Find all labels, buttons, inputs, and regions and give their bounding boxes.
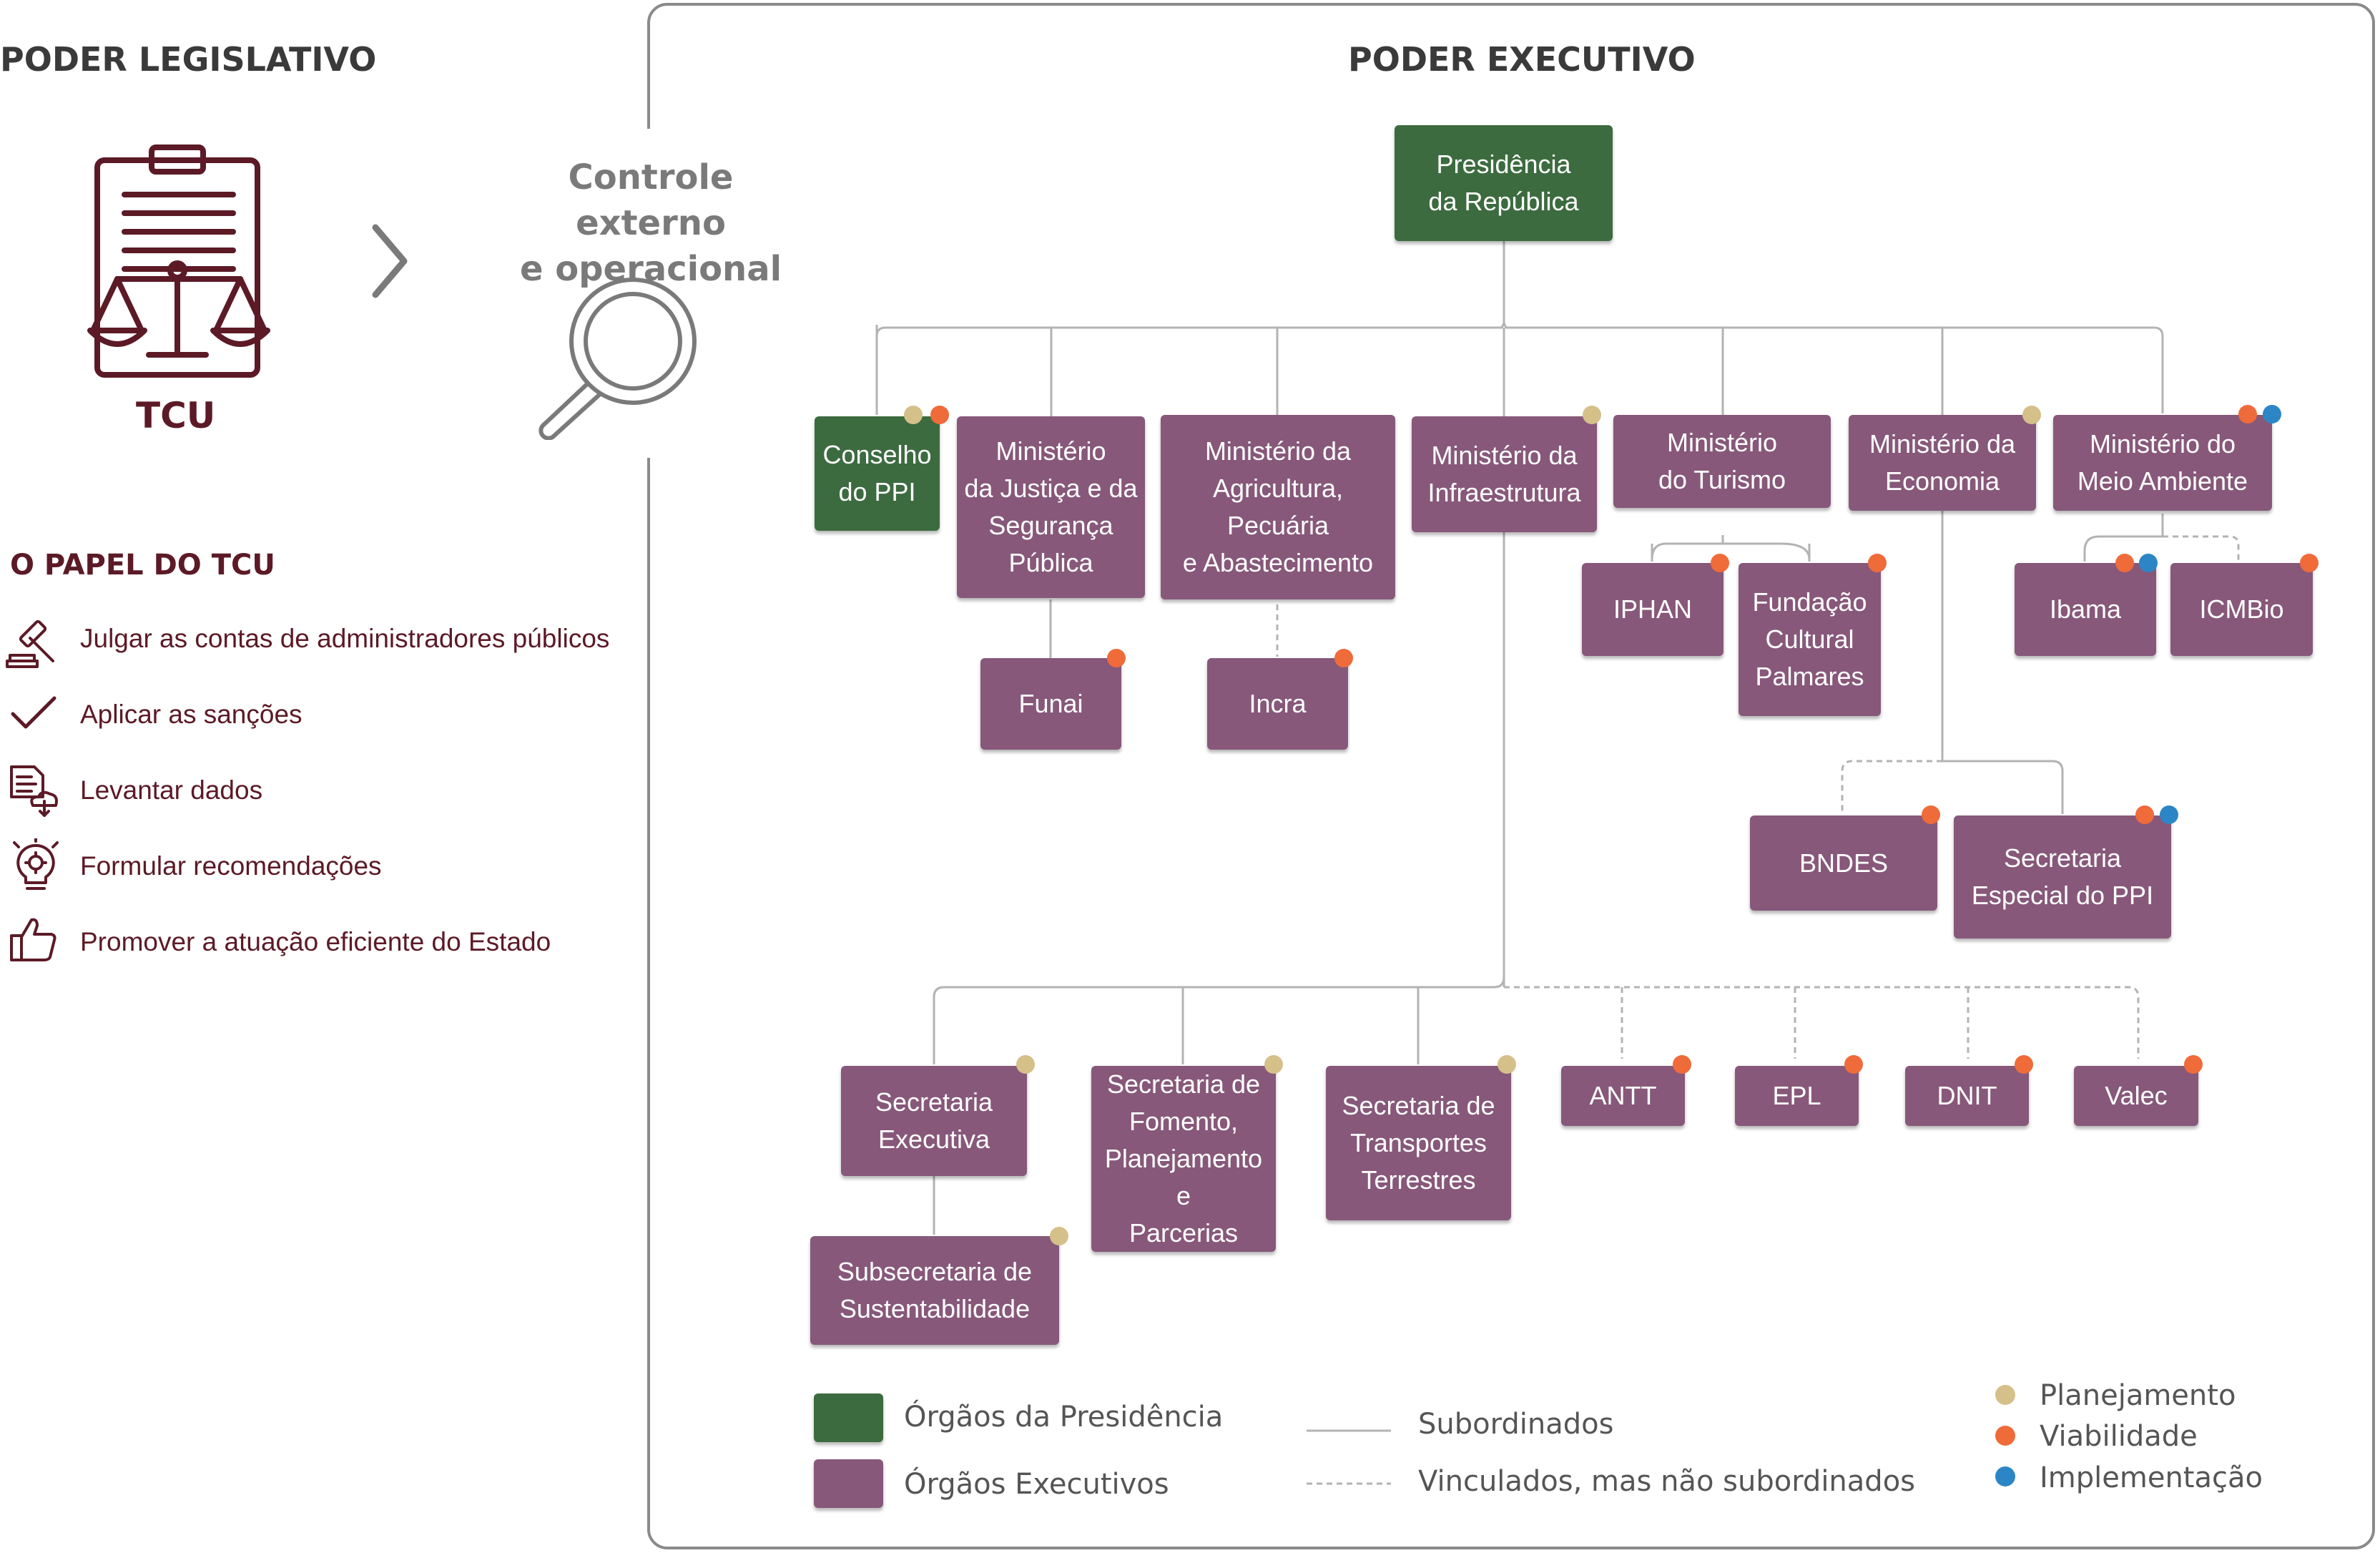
org-box-min-infraestrutura: Ministério da Infraestrutura: [1412, 416, 1597, 532]
legend-viabilidade-label: Viabilidade: [2040, 1420, 2198, 1453]
legislativo-title: PODER LEGISLATIVO: [0, 40, 377, 79]
viabilidade-dot: [1107, 649, 1126, 667]
viabilidade-dot: [1844, 1055, 1863, 1074]
org-box-icmbio: ICMBio: [2170, 563, 2313, 656]
papel-item-label: Promover a atuação eficiente do Estado: [80, 927, 551, 956]
legend-vinculados-label: Vinculados, mas não subordinados: [1418, 1465, 1915, 1498]
tcu-label: TCU: [136, 395, 216, 436]
chevron-right-icon: [372, 224, 408, 298]
org-box-sec-ppi: Secretaria Especial do PPI: [1954, 815, 2171, 939]
implementacao-dot: [2139, 554, 2158, 572]
org-box-funai: Funai: [980, 658, 1121, 750]
org-box-sec-transportes: Secretaria de Transportes Terrestres: [1326, 1066, 1511, 1220]
thumbs-up-icon: [10, 918, 56, 961]
viabilidade-dot: [1868, 554, 1887, 572]
legend-subordinados-label: Subordinados: [1418, 1408, 1614, 1441]
magnifier-icon: [539, 278, 697, 440]
org-box-sec-fomento: Secretaria de Fomento, Planejamento e Pa…: [1091, 1066, 1276, 1252]
legend-viabilidade-dot: [1995, 1426, 2015, 1446]
legend-planejamento-dot: [1995, 1385, 2015, 1405]
legend-implementacao-dot: [1995, 1466, 2015, 1486]
papel-title: O PAPEL DO TCU: [10, 549, 275, 582]
viabilidade-dot: [2115, 554, 2134, 572]
org-box-min-turismo: Ministério do Turismo: [1613, 415, 1831, 508]
viabilidade-dot: [2184, 1055, 2203, 1074]
planejamento-dot: [1583, 406, 1601, 424]
viabilidade-dot: [930, 406, 949, 424]
org-box-iphan: IPHAN: [1582, 563, 1723, 656]
org-box-presidencia: Presidência da República: [1395, 125, 1613, 241]
viabilidade-dot: [2015, 1055, 2033, 1074]
viabilidade-dot: [2135, 805, 2154, 824]
papel-item-label: Levantar dados: [80, 775, 263, 805]
org-box-min-meio-ambiente: Ministério do Meio Ambiente: [2053, 415, 2272, 511]
viabilidade-dot: [1711, 554, 1729, 572]
viabilidade-dot: [1673, 1055, 1691, 1074]
gavel-icon: [6, 619, 54, 668]
org-box-ibama: Ibama: [2015, 563, 2156, 656]
papel-item-label: Formular recomendações: [80, 851, 382, 881]
viabilidade-dot: [1334, 649, 1353, 667]
org-box-valec: Valec: [2074, 1066, 2198, 1126]
org-box-incra: Incra: [1207, 658, 1348, 750]
checkmark-icon: [11, 696, 56, 729]
viabilidade-dot: [2300, 554, 2318, 572]
controle-line: Controle externo: [568, 157, 734, 243]
implementacao-dot: [2160, 805, 2178, 824]
planejamento-dot: [2022, 406, 2041, 424]
org-box-palmares: Fundação Cultural Palmares: [1739, 563, 1881, 716]
legend-swatch-executivos: [814, 1459, 883, 1508]
org-box-min-economia: Ministério da Economia: [1849, 415, 2036, 511]
executivo-title: PODER EXECUTIVO: [1348, 40, 1696, 79]
org-box-sec-executiva: Secretaria Executiva: [841, 1066, 1027, 1176]
document-download-icon: [10, 765, 58, 817]
planejamento-dot: [1498, 1055, 1516, 1074]
viabilidade-dot: [2238, 405, 2257, 423]
clipboard-scales-icon: [87, 144, 270, 378]
org-box-min-agricultura: Ministério da Agricultura, Pecuária e Ab…: [1161, 415, 1395, 599]
legend-presidencia-label: Órgãos da Presidência: [904, 1401, 1224, 1434]
org-box-dnit: DNIT: [1905, 1066, 2029, 1126]
org-box-bndes: BNDES: [1750, 815, 1937, 911]
org-box-min-justica: Ministério da Justiça e da Segurança Púb…: [957, 416, 1145, 598]
legend-executivos-label: Órgãos Executivos: [904, 1468, 1169, 1501]
org-box-conselho-ppi: Conselho do PPI: [815, 416, 940, 531]
viabilidade-dot: [1922, 805, 1940, 824]
planejamento-dot: [904, 406, 923, 424]
implementacao-dot: [2263, 405, 2281, 423]
legend-implementacao-label: Implementação: [2040, 1461, 2263, 1494]
legend-swatch-presidencia: [814, 1393, 883, 1442]
planejamento-dot: [1050, 1227, 1068, 1245]
legend-planejamento-label: Planejamento: [2040, 1379, 2236, 1412]
org-box-antt: ANTT: [1561, 1066, 1685, 1126]
planejamento-dot: [1016, 1055, 1035, 1074]
org-box-subsec-sustentabilidade: Subsecretaria de Sustentabilidade: [810, 1236, 1059, 1345]
executivo-frame: [647, 3, 2375, 1549]
planejamento-dot: [1264, 1055, 1283, 1074]
lightbulb-gear-icon: [13, 838, 59, 890]
papel-item-label: Julgar as contas de administradores públ…: [80, 624, 610, 653]
papel-item-label: Aplicar as sanções: [80, 700, 303, 729]
org-box-epl: EPL: [1735, 1066, 1859, 1126]
